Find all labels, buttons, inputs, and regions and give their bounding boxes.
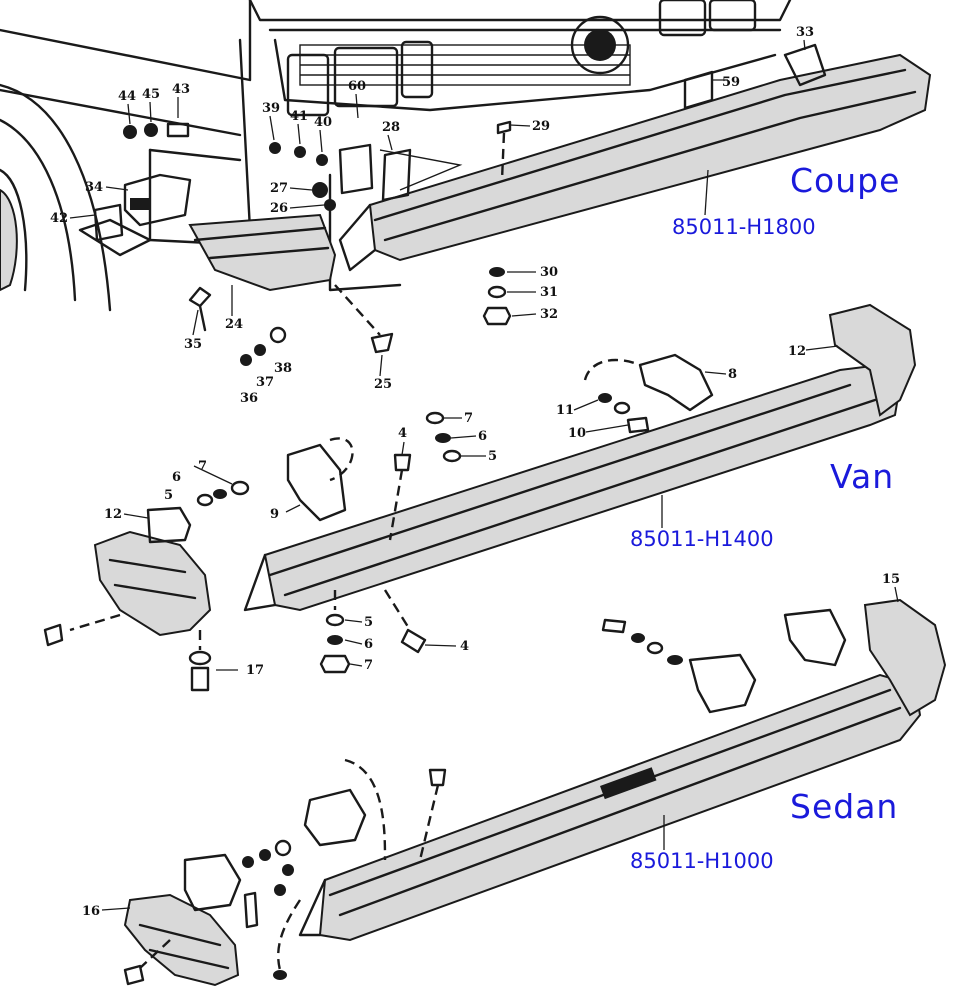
callout-28: 28 (382, 120, 400, 135)
callout-12: 12 (788, 344, 806, 359)
callout-45: 45 (142, 87, 160, 102)
sedan-callouts: 15 16 (82, 572, 900, 919)
callout-26: 26 (270, 201, 288, 216)
callout-24: 24 (225, 317, 243, 332)
coupe-drawing (0, 0, 932, 366)
callout-9: 9 (270, 507, 279, 522)
callout-16: 16 (82, 904, 100, 919)
coupe-callouts: 44 45 43 39 41 40 60 28 29 33 59 27 26 3… (50, 25, 814, 406)
callout-27: 27 (270, 181, 288, 196)
callout-7-left: 7 (198, 459, 207, 474)
van-part-number: 85011-H1400 (630, 527, 774, 551)
callout-7-lower: 7 (364, 658, 373, 673)
callout-6-left: 6 (172, 470, 181, 485)
callout-15: 15 (882, 572, 900, 587)
sedan-title: Sedan (790, 787, 898, 826)
callout-34: 34 (85, 180, 103, 195)
callout-30: 30 (540, 265, 558, 280)
callout-29: 29 (532, 119, 550, 134)
callout-4-lower: 4 (460, 639, 469, 654)
callout-41: 41 (290, 109, 308, 124)
callout-33: 33 (796, 25, 814, 40)
callout-5: 5 (488, 449, 497, 464)
callout-36: 36 (240, 391, 258, 406)
sedan-drawing (123, 598, 947, 987)
callout-39: 39 (262, 101, 280, 116)
callout-38: 38 (274, 361, 292, 376)
section-labels: Coupe 85011-H1800 Van 85011-H1400 Sedan … (630, 161, 900, 873)
callout-5-lower: 5 (364, 615, 373, 630)
van-callouts: 12 8 11 10 7 6 5 4 9 12 6 5 7 17 5 6 7 4 (104, 344, 839, 678)
callout-35: 35 (184, 337, 202, 352)
callout-42: 42 (50, 211, 68, 226)
callout-17: 17 (246, 663, 264, 678)
sedan-part-number: 85011-H1000 (630, 849, 774, 873)
callout-6-lower: 6 (364, 637, 373, 652)
callout-32: 32 (540, 307, 558, 322)
callout-11: 11 (556, 403, 574, 418)
callout-31: 31 (540, 285, 558, 300)
van-title: Van (830, 457, 894, 496)
callout-60: 60 (348, 79, 366, 94)
callout-12-left: 12 (104, 507, 122, 522)
callout-7: 7 (464, 411, 473, 426)
callout-37: 37 (256, 375, 274, 390)
callout-44: 44 (118, 89, 136, 104)
callout-5-left: 5 (164, 488, 173, 503)
callout-4: 4 (398, 426, 407, 441)
callout-40: 40 (314, 115, 332, 130)
coupe-title: Coupe (790, 161, 900, 200)
callout-6: 6 (478, 429, 487, 444)
coupe-part-number: 85011-H1800 (672, 215, 816, 239)
callout-43: 43 (172, 82, 190, 97)
callout-59: 59 (722, 75, 740, 90)
van-drawing (43, 303, 917, 692)
callout-8: 8 (728, 367, 737, 382)
callout-25: 25 (374, 377, 392, 392)
callout-10: 10 (568, 426, 586, 441)
